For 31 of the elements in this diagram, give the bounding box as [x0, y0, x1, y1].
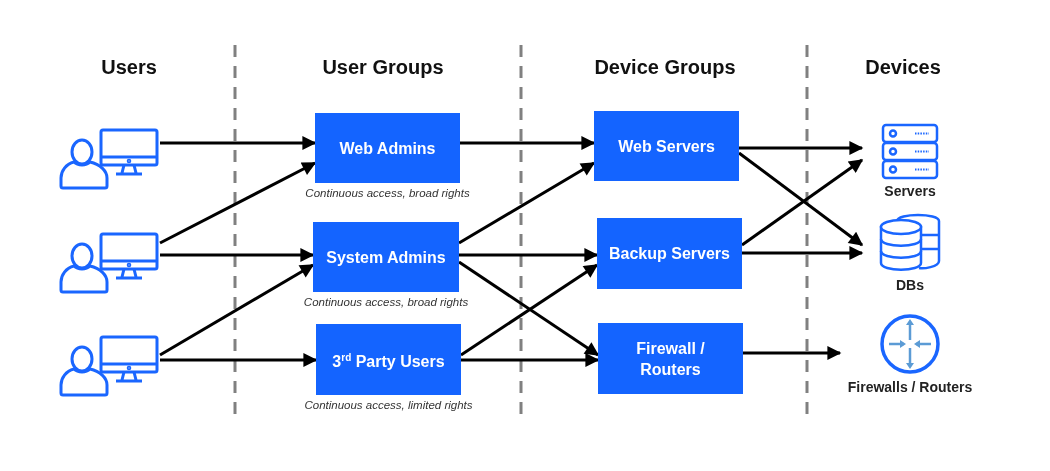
access-note: Continuous access, broad rights [302, 296, 470, 308]
arrow [461, 353, 600, 367]
arrow [159, 263, 315, 357]
arrow [743, 346, 842, 360]
column-heading: Users [101, 56, 157, 79]
device-label: Firewalls / Routers [846, 379, 974, 395]
column-heading: Device Groups [594, 56, 736, 79]
access-note: Continuous access, limited rights [303, 399, 474, 411]
arrow [160, 248, 315, 262]
access-note: Continuous access, broad rights [304, 187, 471, 199]
group-box [597, 218, 742, 289]
group-box [594, 111, 739, 181]
group-name: Web Admins [338, 138, 437, 159]
group-name: System Admins [325, 247, 447, 268]
group-box [598, 323, 743, 394]
arrow [160, 136, 317, 150]
arrow [742, 246, 864, 260]
arrow [160, 353, 318, 367]
device-label: DBs [895, 277, 925, 293]
arrow [459, 248, 599, 262]
group-name: Firewall / Routers [635, 338, 706, 380]
device-label: Servers [883, 183, 937, 199]
column-heading: User Groups [322, 56, 444, 79]
arrow [460, 136, 596, 150]
column-heading: Devices [865, 56, 941, 79]
arrow [739, 141, 864, 155]
group-name: 3$^{rd}$ Party Users [331, 350, 446, 373]
group-name: Web Servers [617, 136, 716, 157]
group-name: Backup Servers [608, 244, 731, 264]
arrow [458, 161, 596, 245]
arrow [159, 161, 317, 245]
